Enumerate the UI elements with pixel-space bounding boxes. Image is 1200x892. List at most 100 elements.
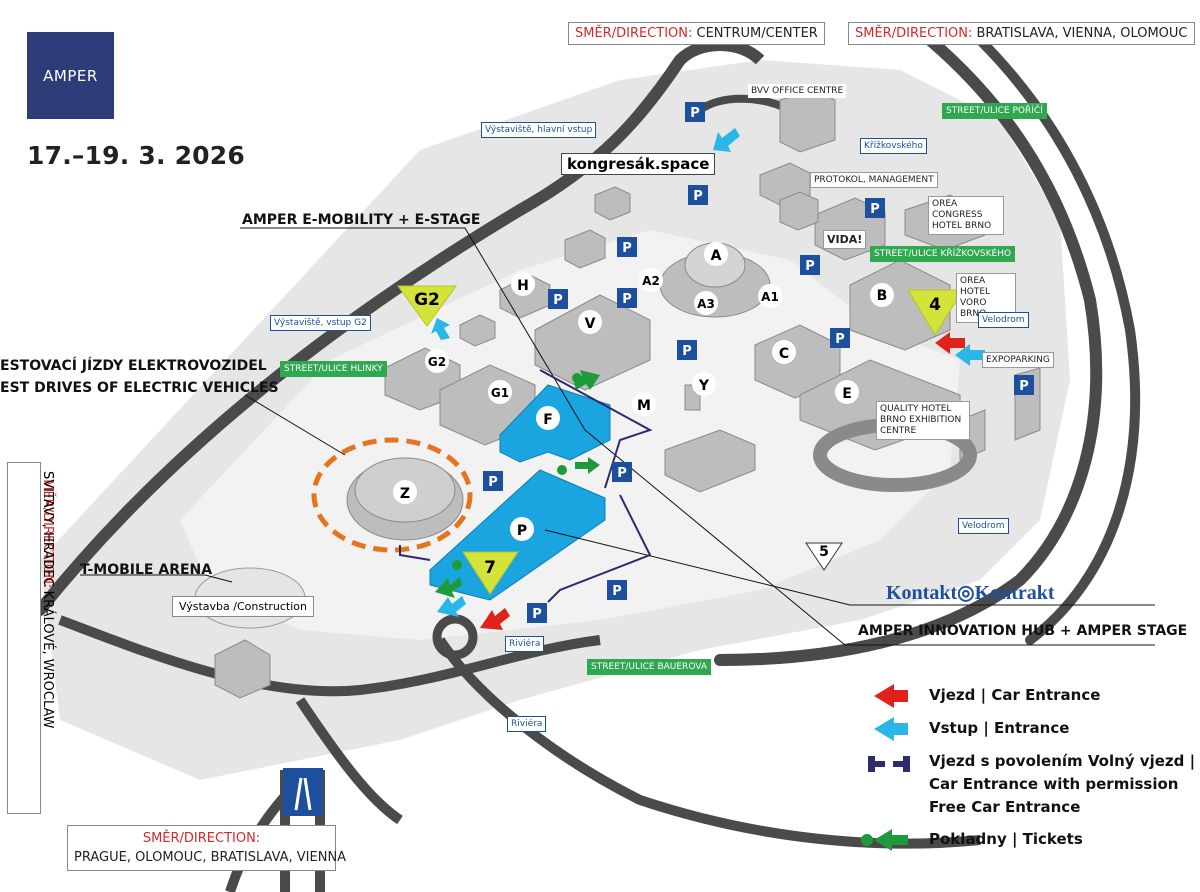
svg-text:P: P	[622, 292, 632, 307]
svg-text:Y: Y	[698, 378, 710, 394]
direction-prague: SMĚR/DIRECTION: PRAGUE, OLOMOUC, BRATISL…	[67, 825, 347, 871]
green-arrow-icon	[861, 829, 908, 851]
legend-permission-3: Free Car Entrance	[929, 798, 1081, 816]
stop-g2-entrance: Výstaviště, vstup G2	[270, 315, 371, 331]
svg-text:M: M	[637, 398, 651, 414]
svg-text:A: A	[711, 248, 722, 264]
stop-riviera-2: Riviéra	[507, 716, 547, 732]
parking-icon-group: P P P P P P P P P P P P P P	[483, 102, 1034, 623]
kontakt-kontrakt-logo: Kontakt◎Kontrakt	[886, 582, 1055, 604]
blue-arrow-icon	[874, 717, 908, 741]
street-porici: STREET/ULICE POŘÍČÍ	[942, 103, 1047, 119]
expoparking-label: EXPOPARKING	[982, 352, 1054, 368]
hall-a1-label: A1	[758, 284, 782, 308]
hall-v-label: V	[578, 310, 602, 334]
test-drive-ring	[311, 437, 473, 553]
construction-label: Výstavba /Construction	[172, 596, 314, 617]
svg-text:H: H	[517, 278, 529, 294]
stop-riviera-1: Riviéra	[505, 636, 545, 652]
svg-text:G1: G1	[491, 386, 509, 400]
svg-text:A2: A2	[642, 274, 660, 288]
entrance-arrow-icons	[431, 128, 985, 630]
svg-text:P: P	[553, 293, 563, 308]
direction-label: SMĚR/DIRECTION:	[575, 26, 693, 41]
callout-tmobile-arena: T-MOBILE ARENA	[80, 562, 213, 578]
kongresak-label: kongresák.space	[561, 153, 716, 175]
entrance-5-triangle	[805, 542, 843, 571]
stop-krizkovskeho: Křížkovského	[860, 138, 927, 154]
highway-sign-icon	[283, 768, 323, 816]
svg-text:P: P	[835, 332, 845, 347]
svg-text:P: P	[1019, 379, 1029, 394]
svg-text:G2: G2	[428, 355, 446, 369]
hall-a-label: A	[704, 242, 728, 266]
svg-text:P: P	[682, 344, 692, 359]
hall-h-label: H	[511, 272, 535, 296]
orea-congress-label: OREA CONGRESS HOTEL BRNO	[928, 196, 1004, 235]
svg-text:E: E	[842, 386, 852, 402]
svg-text:P: P	[517, 523, 527, 539]
street-hlinky: STREET/ULICE HLINKY	[280, 361, 387, 377]
entrance-7-triangle	[462, 551, 519, 595]
hall-g1-label: G1	[488, 380, 512, 404]
svg-text:P: P	[488, 475, 498, 490]
svg-text:P: P	[532, 607, 542, 622]
direction-destination: PRAGUE, OLOMOUC, BRATISLAVA, VIENNA	[74, 850, 347, 865]
hall-b-label: B	[870, 283, 894, 307]
hall-c-label: C	[772, 340, 796, 364]
svg-text:P: P	[617, 466, 627, 481]
direction-destination: BRATISLAVA, VIENNA, OLOMOUC	[972, 26, 1188, 41]
hall-g2-label: G2	[425, 349, 449, 373]
svg-text:4: 4	[929, 295, 941, 315]
svg-text:A1: A1	[761, 290, 779, 304]
stop-main-entrance: Výstaviště, hlavní vstup	[481, 122, 597, 138]
legend-car-entrance: Vjezd | Car Entrance	[929, 686, 1101, 704]
legend-icons	[861, 684, 910, 851]
direction-destination: SVITAVY, HRADEC KRÁLOVÉ, WROCLAW	[40, 471, 55, 729]
red-arrow-icon	[874, 684, 908, 708]
legend-permission-2: Car Entrance with permission	[929, 775, 1179, 793]
vida-logo: VIDA!	[823, 230, 867, 249]
callout-test-drives-en: EST DRIVES OF ELECTRIC VEHICLES	[0, 380, 279, 396]
svg-text:A3: A3	[697, 297, 715, 311]
legend-tickets: Pokladny | Tickets	[929, 830, 1083, 848]
legend-permission-1: Vjezd s povolením Volný vjezd |	[929, 752, 1196, 770]
hall-e-label: E	[835, 380, 859, 404]
street-krizkovskeho: STREET/ULICE KŘÍŽKOVSKÉHO	[870, 246, 1016, 262]
svg-text:G2: G2	[414, 290, 440, 310]
svg-text:P: P	[870, 202, 880, 217]
direction-destination: CENTRUM/CENTER	[692, 26, 818, 41]
hall-m-label: M	[632, 392, 656, 416]
direction-bratislava: SMĚR/DIRECTION: BRATISLAVA, VIENNA, OLOM…	[848, 22, 1195, 45]
quality-hotel-label: QUALITY HOTEL BRNO EXHIBITION CENTRE	[876, 401, 970, 440]
stop-velodrom-2: Velodrom	[958, 518, 1009, 534]
svg-text:P: P	[622, 241, 632, 256]
svg-text:C: C	[779, 346, 789, 362]
hall-z-label: Z	[393, 480, 417, 504]
svg-text:P: P	[612, 584, 622, 599]
hall-p-label: P	[510, 517, 534, 541]
entrance-g2-triangle	[397, 285, 457, 327]
stop-velodrom-1: Velodrom	[978, 312, 1029, 328]
svg-text:P: P	[693, 189, 703, 204]
callout-innovation-hub: AMPER INNOVATION HUB + AMPER STAGE	[858, 623, 1188, 639]
amper-logo: AMPER	[27, 32, 114, 119]
callout-emobility: AMPER E-MOBILITY + E-STAGE	[242, 212, 481, 228]
svg-text:5: 5	[819, 544, 829, 560]
street-bauerova: STREET/ULICE BAUEROVA	[587, 659, 711, 675]
direction-label: SMĚR/DIRECTION:	[142, 831, 261, 846]
callout-test-drives-cz: ESTOVACÍ JÍZDY ELEKTROVOZIDEL	[0, 358, 267, 374]
legend-entrance: Vstup | Entrance	[929, 719, 1070, 737]
hall-a2-label: A2	[639, 268, 663, 292]
svg-text:Z: Z	[400, 486, 410, 502]
protokol-label: PROTOKOL, MANAGEMENT	[810, 172, 938, 188]
direction-label: SMĚR/DIRECTION:	[855, 26, 973, 41]
svg-text:B: B	[877, 288, 888, 304]
svg-text:F: F	[543, 412, 553, 428]
svg-text:V: V	[585, 316, 596, 332]
svg-text:P: P	[690, 106, 700, 121]
direction-center: SMĚR/DIRECTION: CENTRUM/CENTER	[568, 22, 825, 45]
svg-text:7: 7	[484, 558, 496, 578]
permission-gate-icon	[868, 756, 910, 772]
bvv-office-label: BVV OFFICE CENTRE	[748, 84, 847, 98]
